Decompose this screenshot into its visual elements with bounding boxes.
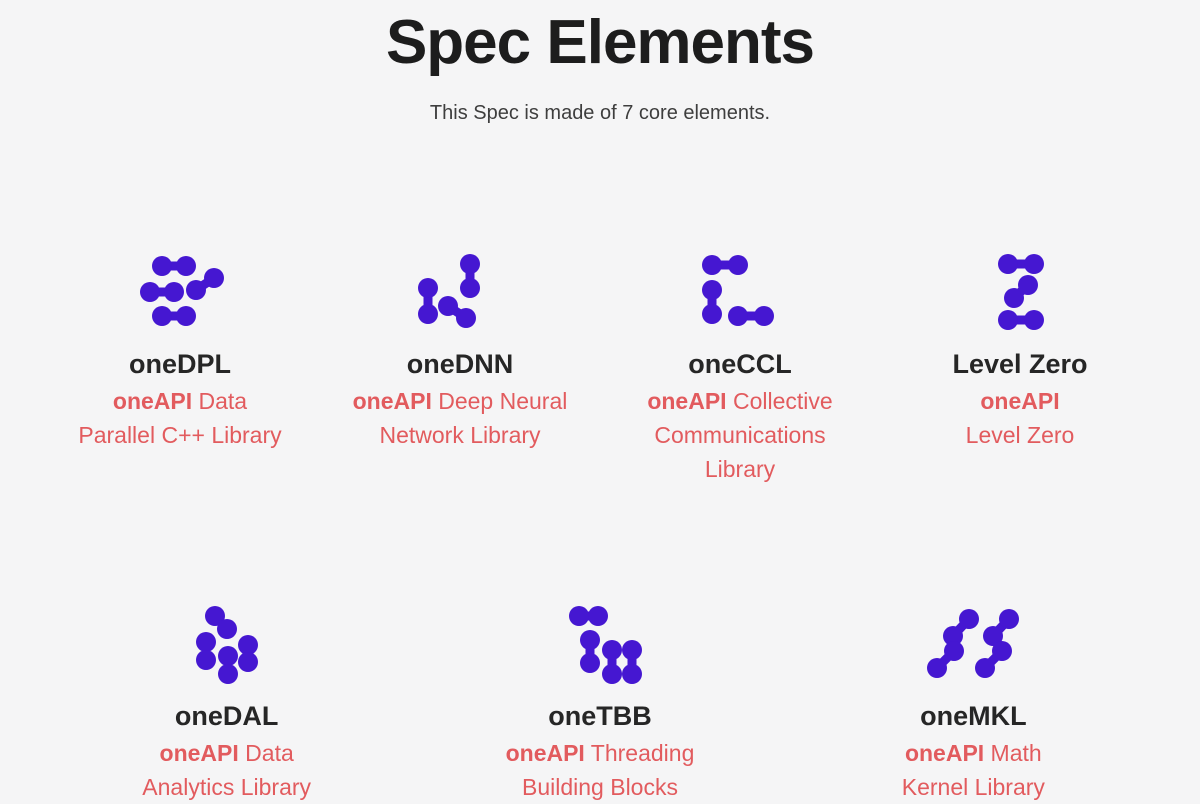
description-brand-prefix: oneAPI (159, 740, 239, 766)
description-brand-prefix: oneAPI (352, 388, 432, 414)
element-name: oneDPL (128, 349, 231, 379)
description-brand-prefix: oneAPI (904, 740, 985, 766)
description-brand-prefix: oneAPI (980, 388, 1060, 414)
onemkl-molecule-icon (927, 609, 1020, 678)
levelzero-molecule-icon (998, 254, 1044, 330)
spec-elements-page: Spec Elements This Spec is made of 7 cor… (40, 0, 1160, 804)
element-name: oneCCL (688, 349, 792, 379)
element-name: oneMKL (920, 701, 1027, 731)
element-name: Level Zero (952, 349, 1088, 379)
description-brand-prefix: oneAPI (112, 388, 193, 414)
onetbb-molecule-icon (568, 606, 642, 684)
onednn-molecule-icon (418, 254, 480, 328)
oneccl-molecule-icon (702, 255, 774, 326)
page-subtitle: This Spec is made of 7 core elements. (429, 102, 771, 124)
onedal-molecule-icon (195, 606, 258, 684)
description-brand-prefix: oneAPI (647, 388, 727, 414)
element-name: oneDAL (174, 701, 279, 731)
page-title: Spec Elements (385, 8, 815, 77)
element-name: oneTBB (548, 701, 652, 731)
onedpl-molecule-icon (140, 256, 224, 326)
description-brand-prefix: oneAPI (505, 740, 585, 766)
element-name: oneDNN (406, 349, 514, 379)
